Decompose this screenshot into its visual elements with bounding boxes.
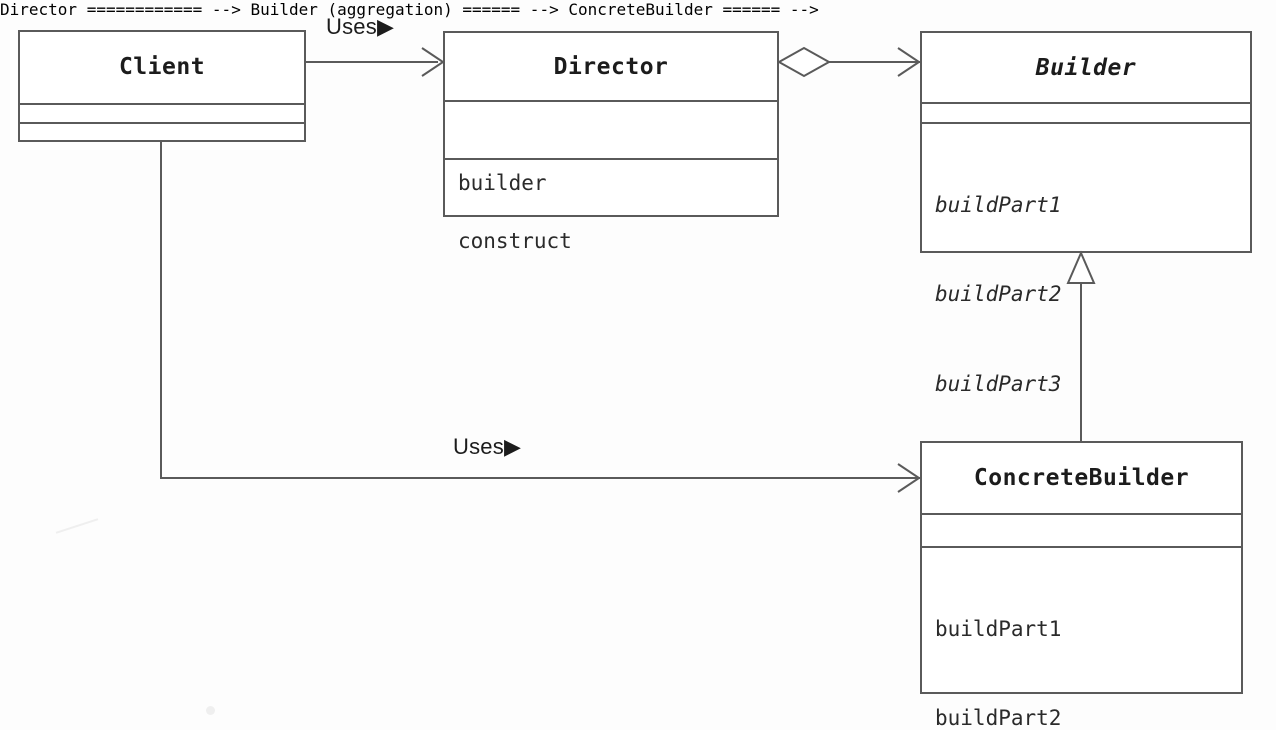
class-box-client[interactable]: Client — [18, 30, 306, 142]
dependency-client-director-arrowhead — [421, 47, 445, 77]
class-operations-client — [20, 122, 304, 140]
dependency-client-concretebuilder-horizontal — [160, 477, 920, 479]
aggregation-director-builder-line — [779, 61, 920, 63]
class-name-concretebuilder: ConcreteBuilder — [973, 465, 1190, 491]
relationship-label-uses-concretebuilder: Uses▶ — [453, 434, 521, 460]
class-name-client: Client — [118, 54, 206, 81]
attribute-builder: builder — [458, 170, 547, 195]
dependency-client-director-line — [306, 61, 438, 63]
class-attributes-concretebuilder — [922, 513, 1241, 546]
class-name-builder: Builder — [1035, 54, 1137, 81]
relationship-label-text: Uses — [326, 14, 377, 39]
generalization-concretebuilder-builder-line — [1080, 282, 1082, 442]
class-operations-builder: buildPart1 buildPart2 buildPart3 — [922, 122, 1250, 396]
scan-artifact — [55, 518, 99, 534]
triangle-marker-icon: ▶ — [503, 434, 522, 459]
operation-buildpart2: buildPart2 — [935, 282, 1062, 307]
dependency-client-concretebuilder-vertical — [160, 141, 162, 479]
class-box-concretebuilder[interactable]: ConcreteBuilder buildPart1 buildPart2 bu… — [920, 441, 1243, 730]
class-box-builder[interactable]: Builder buildPart1 buildPart2 buildPart3 — [920, 31, 1252, 396]
class-operations-concretebuilder: buildPart1 buildPart2 buildPart3 getResu… — [922, 546, 1241, 730]
aggregation-director-builder-arrowhead — [897, 47, 921, 77]
class-attributes-client — [20, 102, 304, 123]
class-box-director[interactable]: Director builder construct — [443, 31, 779, 253]
relationship-label-uses-director: Uses▶ — [326, 14, 394, 40]
operation-buildpart1: buildPart1 — [935, 192, 1062, 217]
class-attributes-director: builder — [445, 100, 777, 195]
operation-construct: construct — [458, 228, 572, 253]
relationship-label-text: Uses — [453, 434, 504, 459]
dependency-client-concretebuilder-arrowhead — [897, 463, 921, 493]
operation-buildpart3: buildPart3 — [935, 371, 1062, 396]
class-operations-director: construct — [445, 158, 777, 253]
triangle-marker-icon: ▶ — [376, 14, 395, 39]
scan-artifact — [206, 706, 215, 715]
class-name-director: Director — [553, 53, 669, 80]
operation-buildpart1: buildPart1 — [935, 616, 1062, 641]
class-attributes-builder — [922, 102, 1250, 122]
operation-buildpart2: buildPart2 — [935, 706, 1062, 730]
